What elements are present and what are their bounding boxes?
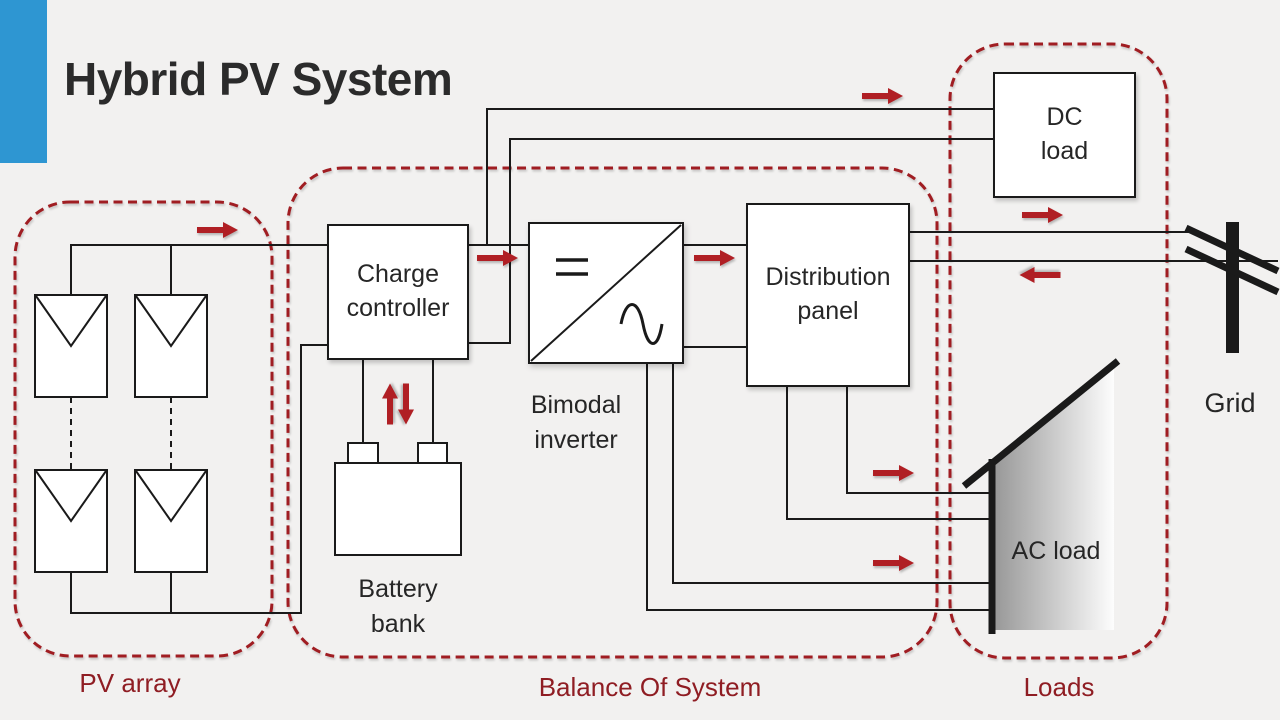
accent-bar <box>0 0 47 163</box>
balance-of-system-boundary <box>286 166 939 659</box>
distribution-panel-label: Distribution panel <box>765 263 891 325</box>
pv-array-boundary <box>13 200 274 658</box>
pv-panel-top-right <box>134 294 208 398</box>
dc-load-box: DC load <box>993 72 1136 198</box>
flow-arrow-acload-upper-icon <box>873 465 914 481</box>
wire-controller-dcload-2 <box>469 138 993 344</box>
dc-symbol <box>556 258 588 276</box>
pv-panel-top-left <box>34 294 108 398</box>
battery-discharge-arrow-icon <box>398 383 414 425</box>
flow-arrow-panel-in-icon <box>694 250 735 266</box>
distribution-panel-box: Distribution panel <box>746 203 910 387</box>
battery-bank-figure <box>334 442 462 556</box>
charge-controller-label: Charge controller <box>346 260 450 322</box>
flow-arrow-acload-lower-icon <box>873 555 914 571</box>
ac-load-figure <box>961 358 1121 634</box>
bimodal-inverter-label: Bimodal inverter <box>530 391 622 454</box>
battery-bank-label: Battery bank <box>358 575 438 638</box>
pv-panel-bottom-right <box>134 469 208 573</box>
inverter-diagonal <box>530 224 682 362</box>
flow-arrow-dcload-icon <box>862 88 903 104</box>
balance-of-system-zone-label: Balance Of System <box>538 672 762 702</box>
flow-arrow-inverter-in-icon <box>477 250 518 266</box>
ac-load-label: AC load <box>1011 537 1101 565</box>
wire-pv-top-bus <box>70 244 327 295</box>
ac-sine-symbol <box>619 303 664 345</box>
grid-pole-icon <box>1184 222 1280 353</box>
wire-controller-dcload-1 <box>486 108 993 245</box>
pv-array-zone-label: PV array <box>79 668 181 698</box>
dc-load-label: DC load <box>1040 103 1089 165</box>
flow-arrow-pv-out-icon <box>197 222 238 238</box>
bimodal-inverter-box <box>528 222 684 364</box>
flow-arrow-from-grid-icon <box>1019 267 1061 283</box>
charge-controller-box: Charge controller <box>327 224 469 360</box>
flow-arrow-to-grid-icon <box>1022 207 1063 223</box>
page-title: Hybrid PV System <box>64 53 453 105</box>
grid-label: Grid <box>1204 388 1256 418</box>
wire-pv-bottom-bus <box>70 344 327 614</box>
wire-panel-acload-2 <box>786 387 992 520</box>
wire-inverter-acload-1 <box>672 363 992 584</box>
battery-charge-arrow-icon <box>382 383 398 425</box>
loads-zone-label: Loads <box>1023 672 1095 702</box>
wire-panel-acload-1 <box>846 387 992 494</box>
pv-panel-bottom-left <box>34 469 108 573</box>
wire-inverter-acload-2 <box>646 363 992 611</box>
